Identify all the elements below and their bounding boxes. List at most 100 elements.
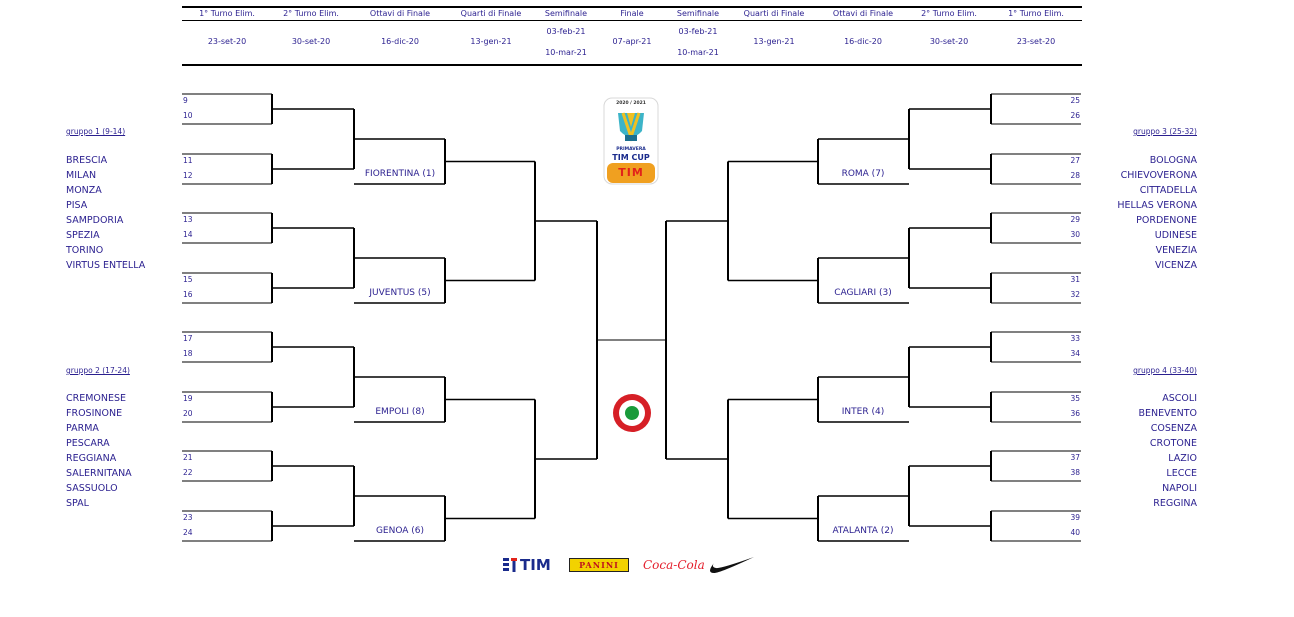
- seed-number-left: 15: [183, 275, 193, 284]
- round-header-2: Ottavi di Finale: [369, 9, 431, 18]
- round-date-3: 13-gen-21: [470, 37, 512, 46]
- round-header-5: Finale: [620, 9, 644, 18]
- group-team: CHIEVOVERONA: [1120, 170, 1197, 181]
- seed-number-left: 20: [183, 409, 193, 418]
- seed-number-right: 33: [1070, 334, 1080, 343]
- group-team: LECCE: [1166, 468, 1197, 479]
- tim-mark-icon: [503, 558, 517, 572]
- sponsor-cocacola-text: Coca-Cola: [643, 558, 705, 572]
- bracket-team-left[interactable]: FIORENTINA (1): [364, 169, 436, 179]
- seed-number-right: 31: [1070, 275, 1080, 284]
- group-team: HELLAS VERONA: [1117, 200, 1197, 211]
- seed-number-right: 32: [1070, 290, 1080, 299]
- seed-number-right: 30: [1070, 230, 1080, 239]
- group-team: SPEZIA: [66, 230, 100, 241]
- group-team: MILAN: [66, 170, 97, 181]
- group-team: SASSUOLO: [66, 483, 118, 494]
- bracket-team-right[interactable]: ROMA (7): [841, 169, 885, 179]
- logo-primavera: PRIMAVERA: [616, 147, 646, 152]
- seed-number-right: 34: [1070, 349, 1080, 358]
- group-team: COSENZA: [1150, 423, 1197, 434]
- seed-number-right: 39: [1070, 513, 1080, 522]
- primavera-tim-cup-logo: 2020 / 2021 PRIMAVERA TIM CUP TIM: [603, 97, 659, 185]
- round-date-5: 07-apr-21: [612, 37, 652, 46]
- bracket-team-left[interactable]: JUVENTUS (5): [369, 288, 431, 298]
- group-team: SAMPDORIA: [66, 215, 124, 226]
- group-team: BOLOGNA: [1149, 155, 1197, 166]
- seed-number-left: 14: [183, 230, 193, 239]
- group-3-title[interactable]: gruppo 3 (25-32): [1133, 127, 1197, 136]
- group-team: BENEVENTO: [1138, 408, 1197, 419]
- logo-season: 2020 / 2021: [616, 101, 646, 106]
- round-date-9: 30-set-20: [929, 37, 969, 46]
- seed-number-left: 19: [183, 394, 193, 403]
- group-team: LAZIO: [1168, 453, 1197, 464]
- group-team: MONZA: [66, 185, 102, 196]
- round-header-0: 1° Turno Elim.: [199, 9, 255, 18]
- seed-number-right: 29: [1070, 215, 1080, 224]
- group-team: TORINO: [66, 245, 104, 256]
- coccarda-icon: [612, 393, 652, 433]
- seed-number-right: 26: [1070, 111, 1080, 120]
- seed-number-right: 36: [1070, 409, 1080, 418]
- sponsor-nike-logo: [706, 553, 754, 577]
- nike-swoosh-icon: [710, 557, 754, 573]
- seed-number-left: 13: [183, 215, 193, 224]
- round-header-6: Semifinale: [676, 9, 720, 18]
- group-team: ASCOLI: [1162, 393, 1197, 404]
- group-team: VIRTUS ENTELLA: [66, 260, 146, 271]
- group-team: BRESCIA: [66, 155, 108, 166]
- seed-number-right: 40: [1070, 528, 1080, 537]
- group-team: SPAL: [66, 498, 89, 509]
- group-team: UDINESE: [1154, 230, 1197, 241]
- sponsor-tim-logo: TIM: [503, 553, 551, 577]
- group-team: CREMONESE: [66, 393, 127, 404]
- bracket-team-left[interactable]: EMPOLI (8): [375, 407, 425, 417]
- group-team: VICENZA: [1154, 260, 1197, 271]
- round-date-1: 30-set-20: [291, 37, 331, 46]
- group-team: PESCARA: [66, 438, 110, 449]
- round-date-0: 23-set-20: [207, 37, 247, 46]
- bracket-team-right[interactable]: CAGLIARI (3): [834, 288, 892, 298]
- group-4-title[interactable]: gruppo 4 (33-40): [1133, 366, 1197, 375]
- group-team: VENEZIA: [1155, 245, 1197, 256]
- semifinal-right-date-1: 03-feb-21: [678, 27, 718, 36]
- seed-number-left: 21: [183, 453, 193, 462]
- round-header-8: Ottavi di Finale: [832, 9, 894, 18]
- round-header-7: Quarti di Finale: [743, 9, 805, 18]
- seed-number-left: 12: [183, 171, 193, 180]
- bracket-team-right[interactable]: INTER (4): [841, 407, 885, 417]
- semifinal-left-date-2: 10-mar-21: [545, 48, 587, 57]
- seed-number-right: 35: [1070, 394, 1080, 403]
- bracket-team-left[interactable]: GENOA (6): [375, 526, 425, 536]
- sponsor-cocacola-logo: Coca-Cola: [643, 553, 705, 577]
- sponsor-tim-text: TIM: [520, 556, 551, 574]
- group-team: SALERNITANA: [66, 468, 132, 479]
- seed-number-right: 38: [1070, 468, 1080, 477]
- sponsor-panini-text: PANINI: [579, 560, 619, 570]
- sponsor-panini-logo: PANINI: [569, 553, 629, 577]
- round-header-10: 1° Turno Elim.: [1008, 9, 1064, 18]
- round-date-2: 16-dic-20: [381, 37, 419, 46]
- semifinal-left-date-1: 03-feb-21: [546, 27, 586, 36]
- group-team: FROSINONE: [66, 408, 123, 419]
- group-1-title[interactable]: gruppo 1 (9-14): [66, 127, 126, 136]
- group-team: REGGIANA: [66, 453, 117, 464]
- bracket-team-right[interactable]: ATALANTA (2): [832, 526, 894, 536]
- seed-number-left: 16: [183, 290, 193, 299]
- group-2-title[interactable]: gruppo 2 (17-24): [66, 366, 130, 375]
- seed-number-right: 25: [1070, 96, 1080, 105]
- seed-number-left: 11: [183, 156, 193, 165]
- logo-tim-cup: TIM CUP: [612, 153, 650, 162]
- semifinal-right-date-2: 10-mar-21: [677, 48, 719, 57]
- seed-number-right: 28: [1070, 171, 1080, 180]
- logo-brand: TIM: [618, 166, 644, 179]
- group-team: PORDENONE: [1136, 215, 1197, 226]
- group-team: REGGINA: [1153, 498, 1197, 509]
- round-header-4: Semifinale: [544, 9, 588, 18]
